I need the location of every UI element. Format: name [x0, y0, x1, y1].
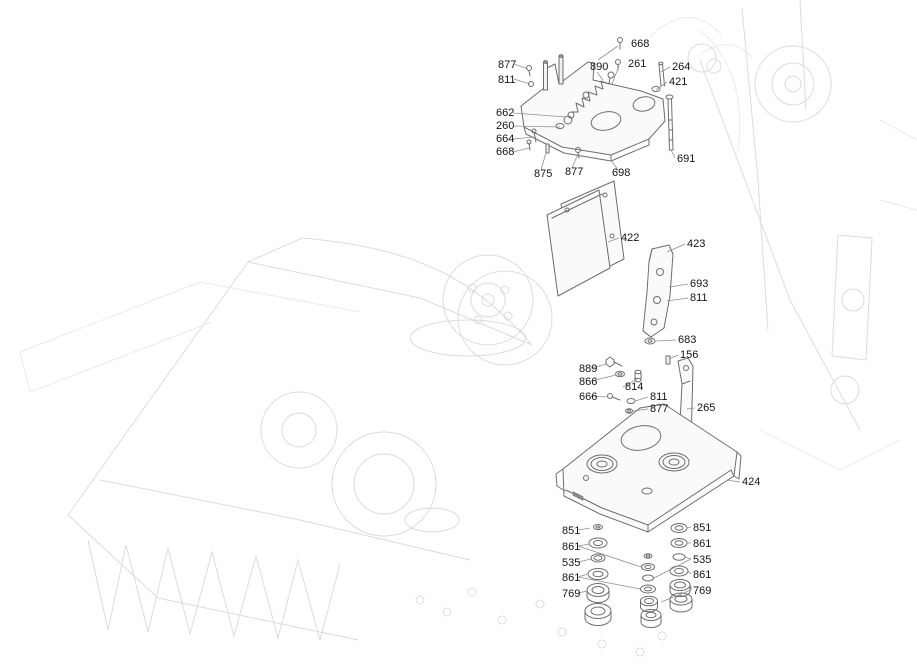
bearing-stack-left — [584, 524, 612, 626]
part-label: 264 — [672, 61, 690, 73]
part-label: 666 — [579, 391, 597, 403]
bearing-stack-middle — [640, 553, 662, 628]
washer-683 — [644, 337, 656, 345]
bearing-cup — [586, 583, 610, 603]
bracket-423 — [642, 244, 674, 365]
bearing-cup — [669, 592, 693, 613]
part-label: 890 — [590, 61, 608, 73]
part-label: 877 — [498, 59, 516, 71]
part-label: 877 — [565, 166, 583, 178]
part-label: 861 — [693, 569, 711, 581]
part-label: 535 — [693, 554, 711, 566]
extension-spring — [567, 71, 615, 119]
part-label: 424 — [742, 476, 760, 488]
part-label: 851 — [562, 525, 580, 537]
part-label: 423 — [687, 238, 705, 250]
part-label: 683 — [678, 334, 696, 346]
part-label: 265 — [697, 402, 715, 414]
pin-156 — [665, 355, 671, 365]
part-label: 769 — [693, 585, 711, 597]
mounting-post — [543, 54, 564, 91]
part-label: 421 — [669, 76, 687, 88]
leader-lines — [512, 45, 741, 603]
part-label: 811 — [690, 292, 708, 304]
part-label: 261 — [628, 58, 646, 70]
part-label: 861 — [693, 538, 711, 550]
part-label: 260 — [496, 120, 514, 132]
part-label: 875 — [534, 168, 552, 180]
callout-labels: 668 877 811 890 261 264 421 662 260 664 … — [496, 38, 760, 600]
part-label: 693 — [690, 278, 708, 290]
part-label: 861 — [562, 572, 580, 584]
part-label: 877 — [650, 403, 668, 415]
panel-422 — [546, 180, 625, 297]
deck-plate-424 — [555, 403, 742, 533]
spindle-boss-right — [658, 452, 690, 472]
part-label: 889 — [579, 363, 597, 375]
part-label: 156 — [680, 349, 698, 361]
part-label: 851 — [693, 522, 711, 534]
part-label: 769 — [562, 588, 580, 600]
part-label: 535 — [562, 557, 580, 569]
part-label: 422 — [621, 232, 639, 244]
bearing-cup — [584, 603, 612, 626]
part-label: 698 — [612, 167, 630, 179]
bearing-cup — [640, 595, 658, 613]
part-label: 811 — [650, 391, 668, 403]
part-label: 691 — [677, 153, 695, 165]
bearing-cup — [640, 609, 662, 628]
part-label: 814 — [625, 381, 643, 393]
long-bolt-691 — [665, 94, 674, 151]
small-hardware — [526, 86, 661, 159]
part-label: 668 — [496, 146, 514, 158]
top-bracket-assembly — [520, 37, 674, 162]
part-label: 866 — [579, 376, 597, 388]
part-label: 662 — [496, 107, 514, 119]
part-label: 664 — [496, 133, 514, 145]
background-ghost-machine — [19, 0, 917, 657]
spindle-boss-left — [586, 454, 618, 474]
part-label: 811 — [498, 74, 516, 86]
part-label: 861 — [562, 541, 580, 553]
pin-264 — [658, 61, 665, 87]
part-label: 668 — [631, 38, 649, 50]
